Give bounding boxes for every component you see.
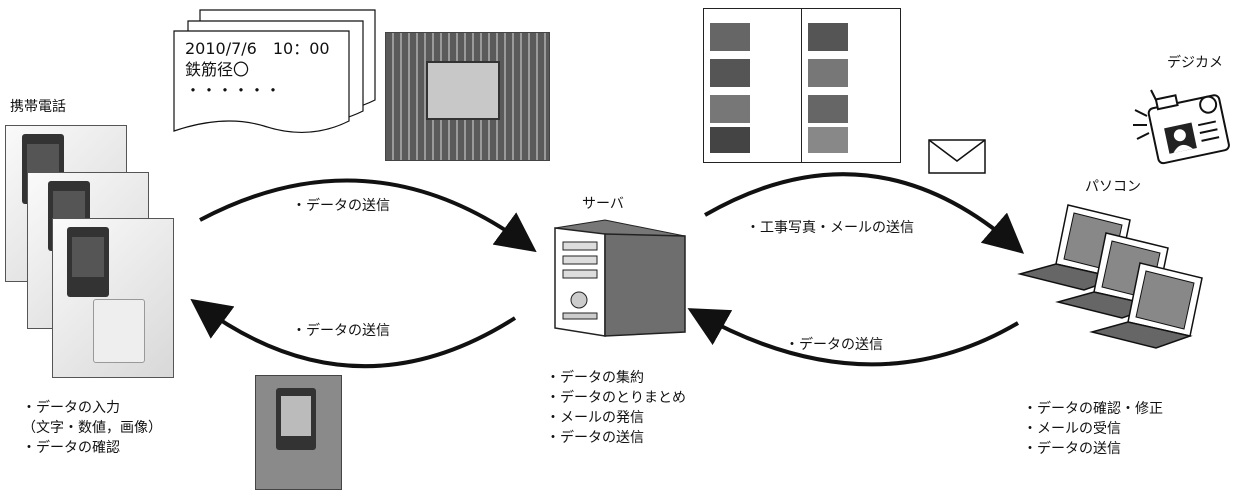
envelope-icon (928, 139, 986, 174)
arrow-server-to-pc (704, 172, 1025, 254)
memo-line-dots: ・・・・・・ (185, 81, 282, 100)
memo-paper-stack (173, 9, 376, 133)
pc-list-item: ・データの確認・修正 (1023, 401, 1163, 417)
server-tower-icon (554, 219, 686, 337)
arrow-label-server-to-phone: ・データの送信 (292, 323, 390, 339)
pc-function-list: ・データの確認・修正 ・メールの受信 ・データの送信 (1023, 399, 1163, 459)
memo-text: 2010/7/6 10：00 鉄筋径〇 ・・・・・・ (185, 38, 330, 101)
phone-list-item: （文字・数値，画像） (22, 420, 162, 436)
arrow-label-server-to-pc: ・工事写真・メールの送信 (746, 220, 914, 236)
pc-label: パソコン (1085, 179, 1141, 195)
server-list-item: ・データの集約 (546, 370, 644, 386)
phone-label: 携帯電話 (10, 99, 66, 115)
server-list-item: ・メールの発信 (546, 410, 644, 426)
server-list-item: ・データの送信 (546, 430, 644, 446)
arrow-label-pc-to-server: ・データの送信 (785, 337, 883, 353)
arrow-pc-to-server (687, 308, 1020, 367)
server-label: サーバ (582, 196, 624, 212)
pc-list-item: ・データの送信 (1023, 441, 1121, 457)
pc-list-item: ・メールの受信 (1023, 421, 1121, 437)
phone-list-item: ・データの確認 (22, 440, 120, 456)
phone-list-item: ・データの入力 (22, 400, 120, 416)
digital-camera-icon (1133, 89, 1230, 165)
memo-line-datetime: 2010/7/6 10：00 (185, 39, 330, 58)
phone-function-list: ・データの入力 （文字・数値，画像） ・データの確認 (22, 398, 162, 458)
arrow-server-to-phone (190, 298, 517, 369)
arrow-phone-to-server (199, 178, 537, 253)
photo-report-document (703, 8, 901, 163)
server-function-list: ・データの集約 ・データのとりまとめ ・メールの発信 ・データの送信 (546, 368, 686, 448)
memo-line-rebar: 鉄筋径〇 (185, 60, 250, 79)
laptop-icon (1017, 204, 1203, 349)
arrow-label-phone-to-server: ・データの送信 (292, 198, 390, 214)
phone-hand-photo (255, 375, 342, 490)
phone-photo-front (52, 218, 174, 378)
server-list-item: ・データのとりまとめ (546, 390, 686, 406)
rebar-site-photo (385, 32, 550, 161)
camera-label: デジカメ (1167, 55, 1223, 71)
